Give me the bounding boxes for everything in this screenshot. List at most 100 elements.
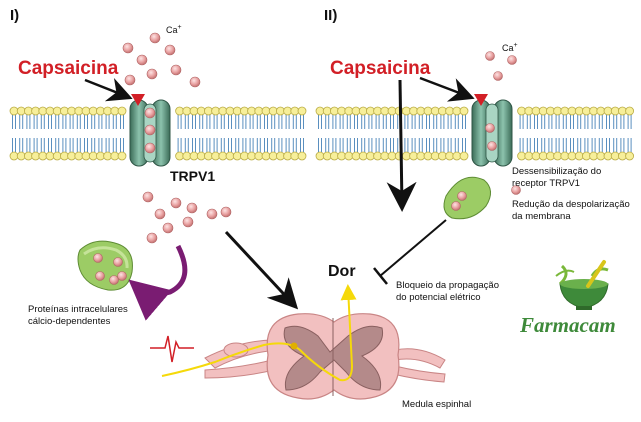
calcium-ion — [122, 42, 134, 54]
phospholipid-head — [297, 151, 307, 161]
reduction-label-line1: Redução da despolarização — [512, 199, 630, 210]
phospholipid-head — [67, 106, 76, 116]
inhibition-line — [379, 219, 447, 277]
phospholipid-head — [203, 106, 213, 116]
phospholipid-head — [553, 151, 562, 161]
phospholipid-head — [261, 151, 271, 161]
phospholipid-head — [239, 106, 249, 116]
phospholipid-head — [553, 106, 562, 116]
phospholipid-head — [416, 106, 426, 116]
phospholipid-head — [560, 106, 570, 116]
phospholipid-head — [517, 106, 526, 116]
capsaicin-ligand-2 — [474, 94, 488, 106]
farmacam-logo: Farmacam — [519, 260, 616, 337]
phospholipid-head — [31, 151, 40, 161]
desens-label-line1: Dessensibilização do — [512, 166, 601, 177]
calcium-protein-1 — [77, 240, 133, 291]
phospholipid-head — [538, 151, 548, 161]
phospholipid-head — [290, 106, 300, 116]
receptor-label: TRPV1 — [170, 168, 215, 184]
phospholipid-head — [589, 106, 598, 116]
calcium-ions-1 — [122, 32, 232, 244]
calcium-ion — [189, 76, 201, 88]
calcium-ion — [182, 216, 194, 228]
phospholipid-head — [88, 106, 98, 116]
calcium-ion — [144, 107, 156, 119]
ion-label-2: Ca+ — [502, 42, 518, 53]
calcium-ion — [485, 51, 495, 61]
phospholipid-head — [344, 106, 354, 116]
down-arrow-2 — [386, 79, 417, 212]
phospholipid-head — [416, 151, 426, 161]
calcium-ion — [164, 44, 176, 56]
phospholipid-head — [596, 106, 606, 116]
protein-ions-1 — [93, 253, 127, 285]
phospholipid-head — [38, 151, 48, 161]
panel-label-2: II) — [324, 7, 337, 24]
phospholipid-head — [437, 151, 447, 161]
calcium-ion — [511, 185, 521, 195]
calcium-ion — [170, 197, 182, 209]
calcium-ion — [136, 54, 148, 66]
membrane-left — [9, 106, 307, 161]
phospholipid-head — [329, 106, 339, 116]
phospholipid-head — [9, 151, 19, 161]
phospholipid-head — [261, 106, 271, 116]
phospholipid-head — [524, 106, 534, 116]
reduction-label-line2: da membrana — [512, 211, 571, 222]
phospholipid-head — [610, 151, 620, 161]
protein-ions-2 — [451, 191, 467, 211]
phospholipid-head — [351, 151, 361, 161]
phospholipid-head — [117, 106, 127, 116]
phospholipid-head — [387, 151, 397, 161]
phospholipid-head — [45, 106, 55, 116]
capsaicin-arrow-1 — [84, 78, 133, 102]
calcium-ion — [162, 222, 174, 234]
phospholipid-head — [610, 106, 620, 116]
phospholipid-head — [625, 151, 634, 161]
phospholipid-head — [560, 151, 570, 161]
trpv1-channel-2 — [471, 99, 513, 167]
calcium-ion — [93, 253, 103, 263]
calcium-ion — [95, 271, 105, 281]
ion-label-1: Ca+ — [166, 24, 182, 35]
phospholipid-head — [38, 106, 48, 116]
calcium-ion — [144, 142, 156, 154]
phospholipid-head — [531, 106, 541, 116]
phospholipid-head — [103, 106, 112, 116]
phospholipid-head — [524, 151, 534, 161]
calcium-ion — [149, 32, 161, 44]
calcium-ion — [451, 201, 461, 211]
inhibition-bar — [373, 267, 388, 285]
phospholipid-head — [459, 106, 469, 116]
phospholipid-head — [401, 151, 411, 161]
phospholipid-head — [203, 151, 213, 161]
phospholipid-head — [52, 151, 62, 161]
phospholipid-head — [567, 151, 577, 161]
phospholipid-head — [423, 106, 433, 116]
phospholipid-head — [103, 151, 112, 161]
calcium-ion — [487, 141, 497, 151]
phospholipid-head — [31, 106, 40, 116]
phospholipid-head — [423, 151, 433, 161]
calcium-ion — [113, 257, 123, 267]
phospholipid-head — [254, 151, 264, 161]
phospholipid-head — [567, 106, 577, 116]
calcium-ion — [154, 208, 166, 220]
capsaicin-ligand-1 — [131, 94, 145, 106]
calcium-ion — [186, 202, 198, 214]
calcium-ion — [124, 74, 136, 86]
phospholipid-head — [315, 151, 325, 161]
phospholipid-head — [9, 106, 19, 116]
phospholipid-head — [254, 106, 264, 116]
calcium-ion — [220, 206, 232, 218]
phospholipid-head — [452, 151, 462, 161]
phospholipid-head — [603, 106, 613, 116]
calcium-ion — [146, 68, 158, 80]
desens-label-line2: receptor TRPV1 — [512, 178, 580, 189]
phospholipid-head — [67, 151, 76, 161]
pain-pathway — [161, 284, 357, 382]
calcium-protein-2 — [443, 176, 491, 220]
calcium-ion — [109, 275, 119, 285]
block-label-line2: do potencial elétrico — [396, 292, 481, 303]
